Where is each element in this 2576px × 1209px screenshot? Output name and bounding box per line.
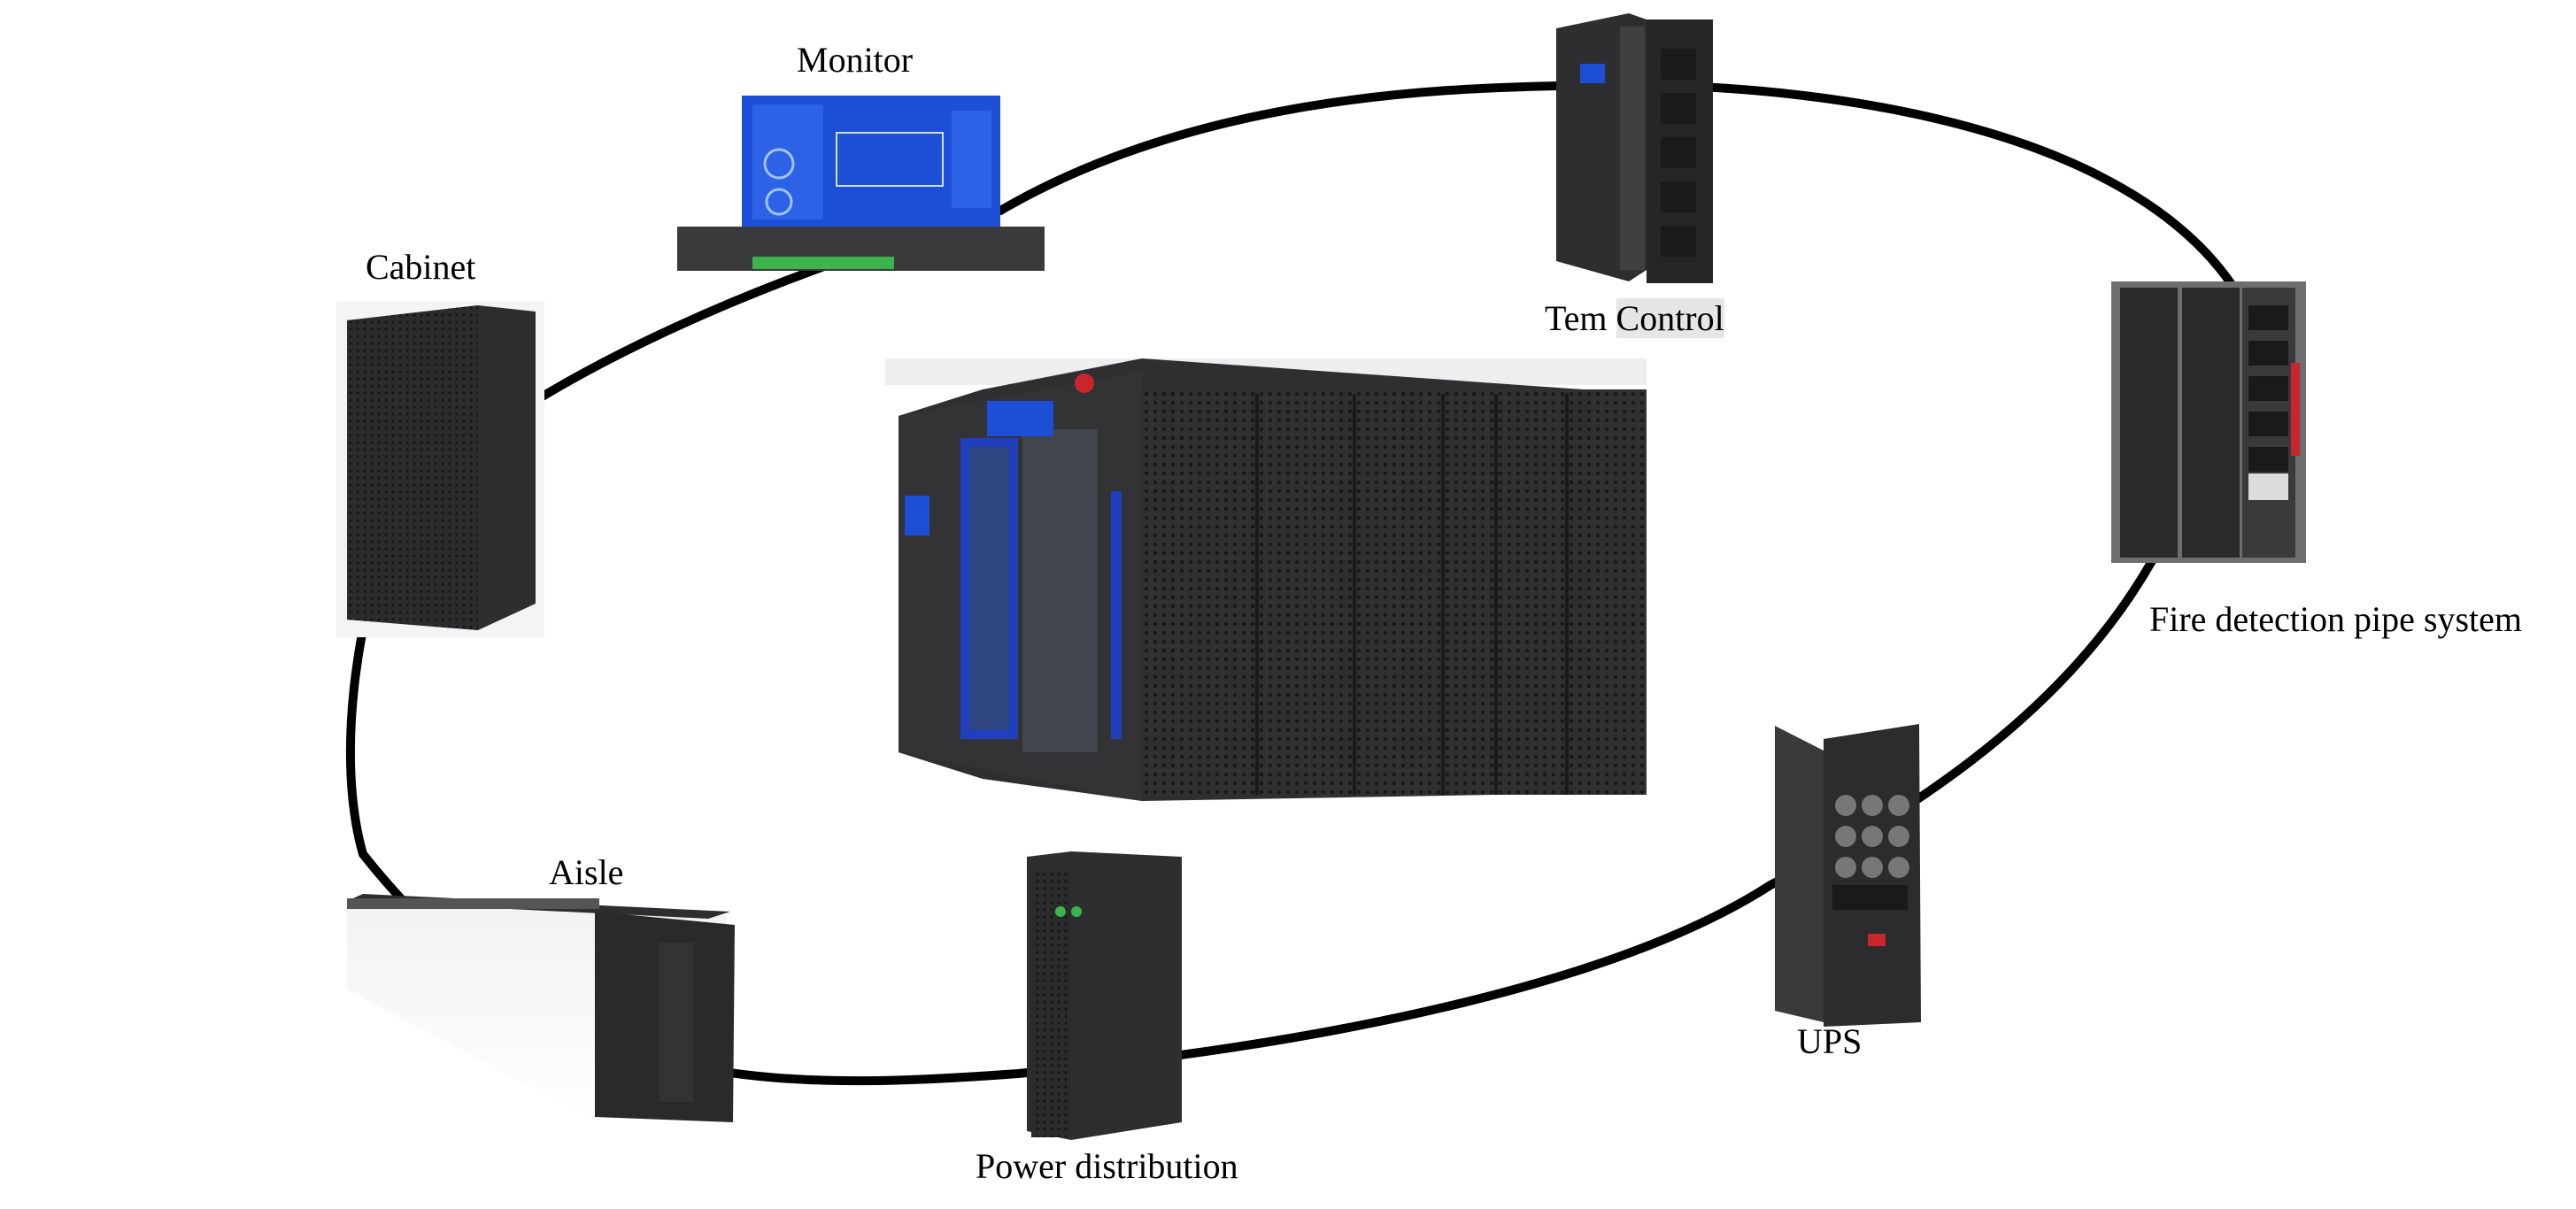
temperature-control-label-part-1: Tem: [1545, 298, 1616, 338]
aisle-label: Aisle: [549, 852, 624, 892]
ups-image: [1775, 724, 1921, 1027]
cabinet-image: [336, 301, 544, 637]
fire-detection-label: Fire detection pipe system: [2149, 599, 2523, 639]
temperature-control-unit-image: [1556, 13, 1713, 283]
monitor-label: Monitor: [797, 40, 914, 80]
power-distribution-image: [1027, 851, 1182, 1140]
fire-detection-cabinet-image: [2111, 281, 2306, 563]
temperature-control-label: Tem Control: [1545, 298, 1724, 338]
cabinet-label: Cabinet: [366, 247, 476, 287]
aisle-image: [347, 894, 735, 1124]
micro-data-center-image: [885, 358, 1647, 801]
monitor-device-image: [677, 96, 1045, 271]
power-distribution-label: Power distribution: [976, 1146, 1238, 1186]
ups-label: UPS: [1797, 1021, 1863, 1061]
temperature-control-label-part-2: Control: [1616, 298, 1724, 338]
